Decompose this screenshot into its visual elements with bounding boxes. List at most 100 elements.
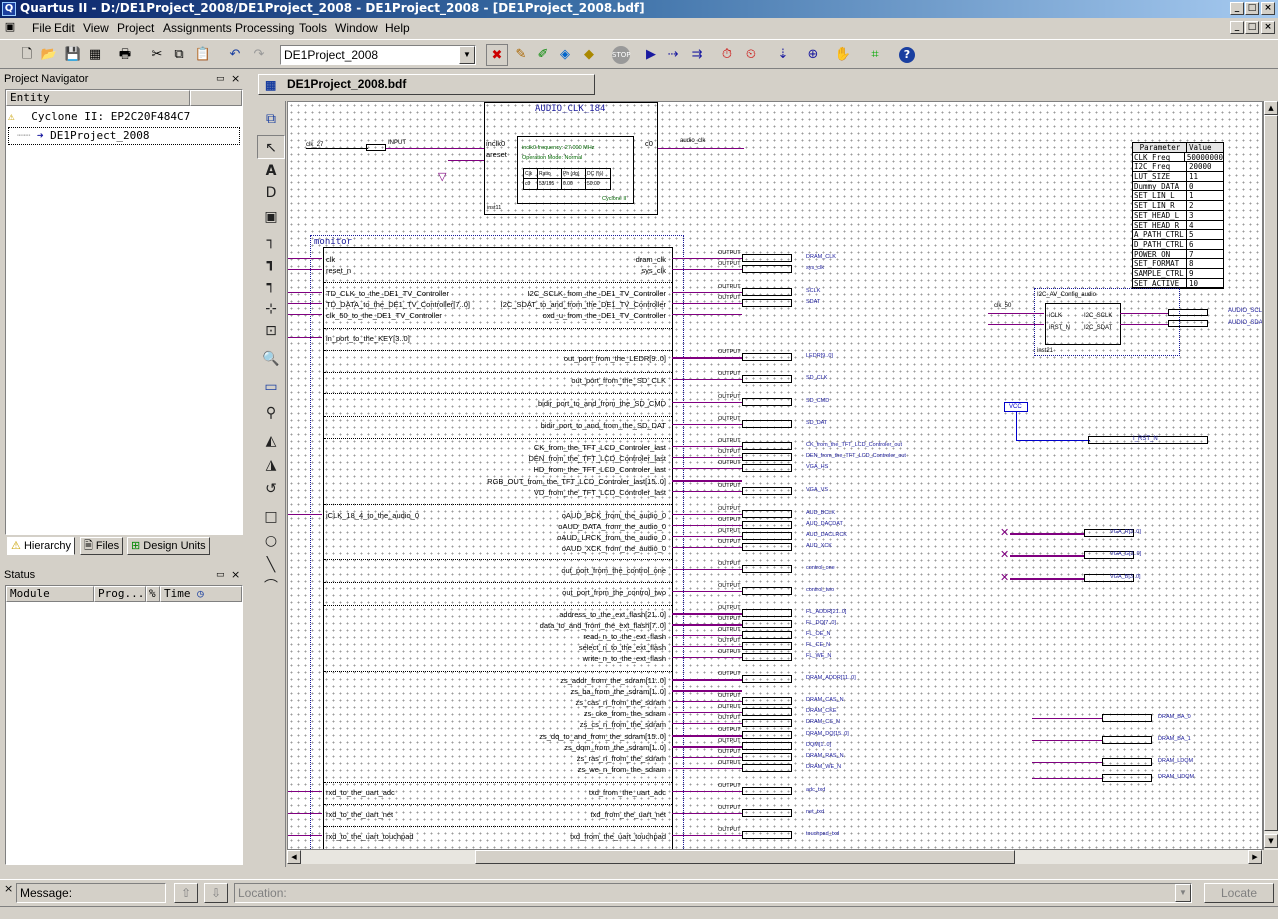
minimize-button[interactable]: _ bbox=[1230, 2, 1244, 15]
output-wire[interactable] bbox=[672, 791, 742, 792]
zoom-tool-icon[interactable]: 🔍 bbox=[262, 351, 280, 367]
design-assistant-icon[interactable]: ◆ bbox=[584, 47, 594, 62]
tab-bdf-file[interactable]: ▦ DE1Project_2008.bdf bbox=[258, 74, 595, 95]
scroll-down-icon[interactable]: ▼ bbox=[1264, 834, 1278, 848]
output-pin-symbol[interactable] bbox=[742, 299, 792, 307]
input-wire[interactable] bbox=[288, 813, 322, 814]
pll-block[interactable]: AUDIO_CLK_184 inclk0 areset c0 inclk0 fr… bbox=[484, 102, 658, 215]
horizontal-scrollbar[interactable]: ◀ ▶ bbox=[287, 850, 1263, 864]
tab-design-units[interactable]: ⊞ Design Units bbox=[127, 537, 210, 555]
arc-tool-icon[interactable]: ⌒ bbox=[264, 579, 278, 595]
output-pin-symbol[interactable] bbox=[742, 787, 792, 795]
chevron-down-icon[interactable]: ▼ bbox=[1175, 884, 1191, 902]
output-pin-symbol[interactable] bbox=[1102, 774, 1152, 782]
input-wire[interactable] bbox=[288, 337, 322, 338]
output-wire[interactable] bbox=[672, 746, 742, 748]
settings-icon[interactable]: ✐ bbox=[537, 47, 549, 62]
output-wire[interactable] bbox=[672, 635, 742, 636]
output-pin-symbol[interactable] bbox=[742, 697, 792, 705]
orthogonal-node-icon[interactable]: ┐ bbox=[266, 233, 276, 249]
find-icon[interactable]: ⚲ bbox=[265, 405, 277, 421]
output-pin-symbol[interactable] bbox=[1102, 714, 1152, 722]
print-icon[interactable]: 🖶 bbox=[118, 47, 132, 62]
project-combo[interactable]: DE1Project_2008▼ bbox=[280, 45, 476, 65]
output-pin-symbol[interactable] bbox=[742, 565, 792, 573]
close-button[interactable]: × bbox=[1261, 2, 1275, 15]
output-pin-symbol[interactable] bbox=[742, 609, 792, 617]
output-wire[interactable] bbox=[672, 292, 742, 293]
output-wire[interactable] bbox=[672, 525, 742, 526]
panel-restore-icon[interactable]: ▭ bbox=[216, 74, 225, 84]
orthogonal-bus-icon[interactable]: ┓ bbox=[266, 255, 276, 271]
output-wire[interactable] bbox=[672, 480, 742, 482]
output-pin-symbol[interactable] bbox=[742, 731, 792, 739]
output-pin-symbol[interactable] bbox=[742, 254, 792, 262]
output-wire[interactable] bbox=[672, 591, 742, 592]
save-icon[interactable]: 💾 bbox=[64, 47, 82, 62]
top-entity-row[interactable]: ┈┈ ➜ DE1Project_2008 bbox=[8, 127, 240, 145]
pin-tool-icon[interactable]: ▣ bbox=[264, 209, 278, 225]
oval-tool-icon[interactable]: ○ bbox=[264, 533, 278, 549]
output-wire[interactable] bbox=[672, 379, 742, 380]
undo-icon[interactable]: ↶ bbox=[229, 47, 241, 62]
output-wire[interactable] bbox=[672, 712, 742, 713]
message-close-icon[interactable]: × bbox=[4, 882, 14, 895]
output-wire[interactable] bbox=[672, 514, 742, 515]
output-pin-symbol[interactable] bbox=[742, 521, 792, 529]
output-pin-symbol[interactable] bbox=[1084, 574, 1134, 582]
output-wire[interactable] bbox=[672, 701, 742, 702]
output-pin-symbol[interactable] bbox=[742, 764, 792, 772]
fitter-icon[interactable]: ⇉ bbox=[691, 47, 703, 62]
menu-assignments[interactable]: Assignments bbox=[163, 21, 232, 35]
device-row[interactable]: ⚠ Cyclone II: EP2C20F484C7 bbox=[8, 110, 191, 123]
pin-planner-icon[interactable]: ✎ bbox=[515, 47, 527, 62]
input-wire[interactable] bbox=[288, 303, 322, 304]
output-pin-symbol[interactable] bbox=[1102, 736, 1152, 744]
assignment-editor-icon[interactable]: ◈ bbox=[560, 47, 570, 62]
start-compilation-icon[interactable]: ▶ bbox=[646, 47, 656, 62]
output-pin-symbol[interactable] bbox=[742, 532, 792, 540]
i2c-config-block[interactable]: I2C_AV_Config_audio iCLK iRST_N I2C_SCLK… bbox=[1034, 288, 1180, 356]
output-wire[interactable] bbox=[672, 314, 742, 315]
chevron-down-icon[interactable]: ▼ bbox=[459, 46, 475, 64]
output-wire[interactable] bbox=[672, 613, 742, 615]
output-wire[interactable] bbox=[672, 258, 742, 259]
output-pin-symbol[interactable] bbox=[742, 719, 792, 727]
output-wire[interactable] bbox=[672, 269, 742, 270]
output-pin-symbol[interactable] bbox=[742, 464, 792, 472]
scroll-right-icon[interactable]: ▶ bbox=[1248, 850, 1262, 864]
chip-planner-icon[interactable]: ✖ bbox=[486, 44, 508, 66]
input-wire[interactable] bbox=[288, 269, 322, 270]
output-pin-symbol[interactable] bbox=[742, 675, 792, 683]
output-wire[interactable] bbox=[672, 768, 742, 769]
conduit-tool-icon[interactable]: ┑ bbox=[266, 277, 276, 293]
rotate-icon[interactable]: ↺ bbox=[265, 481, 277, 497]
redo-icon[interactable]: ↷ bbox=[253, 47, 265, 62]
menu-help[interactable]: Help bbox=[385, 21, 410, 35]
output-wire[interactable] bbox=[672, 468, 742, 469]
output-pin-symbol[interactable] bbox=[742, 375, 792, 383]
analysis-synthesis-icon[interactable]: ⇢ bbox=[667, 47, 679, 62]
output-wire[interactable] bbox=[672, 536, 742, 537]
vertical-scrollbar[interactable]: ▲ ▼ bbox=[1263, 101, 1278, 850]
flip-horizontal-icon[interactable]: ◭ bbox=[265, 433, 277, 449]
classic-timing-icon[interactable]: ⏲ bbox=[745, 47, 757, 62]
stop-icon[interactable]: STOP bbox=[610, 44, 632, 66]
selection-tool-icon[interactable]: ↖ bbox=[257, 135, 285, 159]
output-wire[interactable] bbox=[672, 303, 742, 304]
rectangle-tool-icon[interactable]: □ bbox=[264, 509, 278, 525]
message-up-icon[interactable]: ⇧ bbox=[174, 883, 198, 903]
menu-edit[interactable]: Edit bbox=[54, 21, 75, 35]
maximize-button[interactable]: □ bbox=[1245, 2, 1259, 15]
output-pin-symbol[interactable] bbox=[742, 642, 792, 650]
percent-column[interactable]: % bbox=[146, 586, 160, 602]
panel-close-icon[interactable]: × bbox=[231, 568, 241, 581]
output-wire[interactable] bbox=[672, 491, 742, 492]
output-pin-symbol[interactable] bbox=[742, 453, 792, 461]
output-pin-symbol[interactable] bbox=[742, 620, 792, 628]
output-wire[interactable] bbox=[672, 657, 742, 658]
open-folder-icon[interactable]: 📂 bbox=[40, 47, 58, 62]
output-wire[interactable] bbox=[672, 757, 742, 758]
output-wire[interactable] bbox=[672, 424, 742, 425]
doc-restore-button[interactable]: □ bbox=[1245, 21, 1259, 34]
